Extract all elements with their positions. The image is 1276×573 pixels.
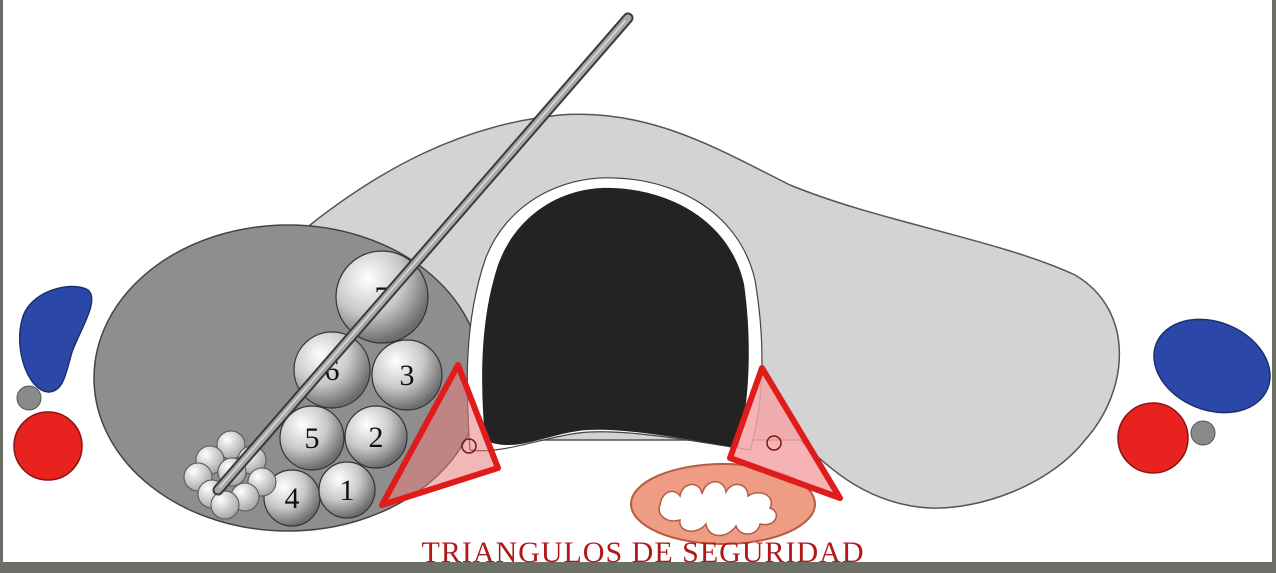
root-label-5: 5 [305, 422, 320, 455]
left-frame-edge [0, 0, 3, 573]
right-small-node [1191, 421, 1215, 445]
root-label-1: 1 [340, 474, 355, 507]
right-artery [1118, 403, 1188, 473]
root-label-4: 4 [285, 482, 300, 515]
left-vein [20, 287, 92, 392]
spinal-canal [482, 188, 749, 448]
left-small-node [17, 386, 41, 410]
root-label-2: 2 [369, 421, 384, 454]
root-label-3: 3 [400, 359, 415, 392]
right-frame-edge [1272, 0, 1276, 573]
left-artery [14, 412, 82, 480]
diagram-caption: TRIANGULOS DE SEGURIDAD [422, 536, 865, 569]
